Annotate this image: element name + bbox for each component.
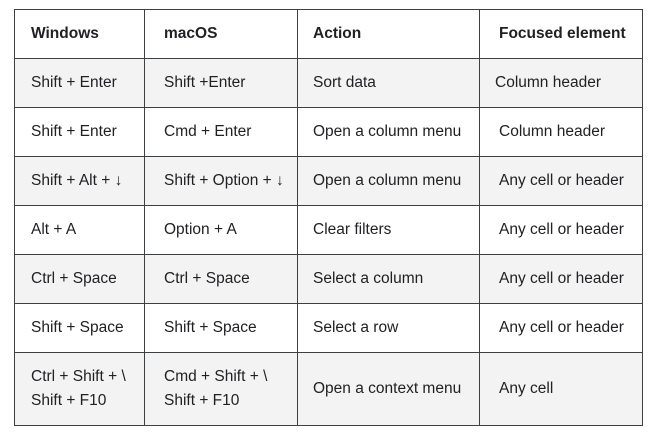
cell-macos: Shift +Enter xyxy=(144,58,298,108)
keyboard-shortcuts-table: Windows macOS Action Focused element Shi… xyxy=(14,9,643,426)
cell-windows-line: Shift + F10 xyxy=(31,392,107,409)
cell-macos: Shift + Option + ↓ xyxy=(144,156,298,206)
cell-windows: Shift + Space xyxy=(14,303,145,353)
cell-action: Open a column menu xyxy=(297,156,480,206)
cell-macos: Cmd + Enter xyxy=(144,107,298,157)
cell-macos-line: Shift + F10 xyxy=(164,392,240,409)
cell-windows: Alt + A xyxy=(14,205,145,255)
table-row: Shift + Enter Shift +Enter Sort data Col… xyxy=(14,58,643,108)
cell-macos: Option + A xyxy=(144,205,298,255)
table-row: Ctrl + Space Ctrl + Space Select a colum… xyxy=(14,254,643,304)
table-row: Shift + Space Shift + Space Select a row… xyxy=(14,303,643,353)
cell-focused-element: Any cell or header xyxy=(479,254,643,304)
cell-focused-element: Any cell xyxy=(479,352,643,426)
cell-macos: Cmd + Shift + \ Shift + F10 xyxy=(144,352,298,426)
cell-macos-line: Cmd + Shift + \ xyxy=(164,368,268,385)
cell-action: Select a column xyxy=(297,254,480,304)
header-action: Action xyxy=(297,9,480,59)
header-macos: macOS xyxy=(144,9,298,59)
header-windows: Windows xyxy=(14,9,145,59)
cell-windows: Shift + Enter xyxy=(14,58,145,108)
table-row: Alt + A Option + A Clear filters Any cel… xyxy=(14,205,643,255)
cell-macos: Ctrl + Space xyxy=(144,254,298,304)
cell-action: Select a row xyxy=(297,303,480,353)
cell-action: Open a column menu xyxy=(297,107,480,157)
cell-focused-element: Any cell or header xyxy=(479,205,643,255)
cell-windows: Ctrl + Shift + \ Shift + F10 xyxy=(14,352,145,426)
header-focused-element: Focused element xyxy=(479,9,643,59)
cell-action: Clear filters xyxy=(297,205,480,255)
cell-focused-element: Any cell or header xyxy=(479,303,643,353)
cell-windows: Ctrl + Space xyxy=(14,254,145,304)
cell-windows: Shift + Enter xyxy=(14,107,145,157)
cell-windows-line: Ctrl + Shift + \ xyxy=(31,368,126,385)
cell-action: Sort data xyxy=(297,58,480,108)
table-row: Shift + Enter Cmd + Enter Open a column … xyxy=(14,107,643,157)
cell-windows: Shift + Alt + ↓ xyxy=(14,156,145,206)
cell-focused-element: Any cell or header xyxy=(479,156,643,206)
table-row: Ctrl + Shift + \ Shift + F10 Cmd + Shift… xyxy=(14,352,643,426)
cell-macos: Shift + Space xyxy=(144,303,298,353)
table-row: Shift + Alt + ↓ Shift + Option + ↓ Open … xyxy=(14,156,643,206)
cell-focused-element: Column header xyxy=(479,58,643,108)
cell-focused-element: Column header xyxy=(479,107,643,157)
header-row: Windows macOS Action Focused element xyxy=(14,9,643,59)
cell-action: Open a context menu xyxy=(297,352,480,426)
